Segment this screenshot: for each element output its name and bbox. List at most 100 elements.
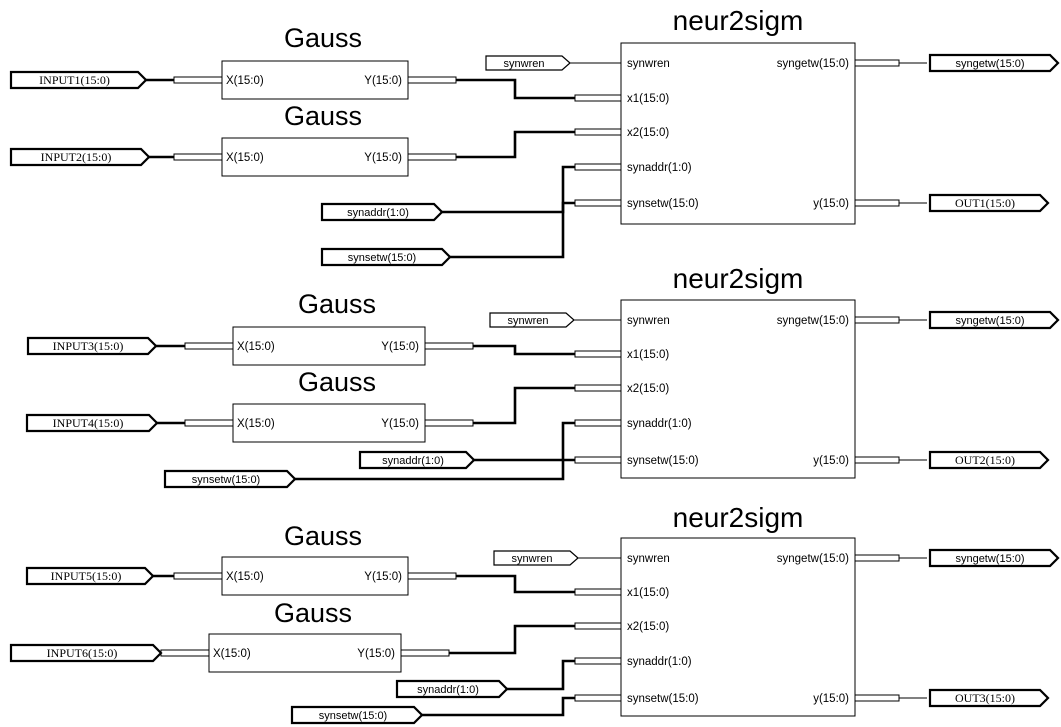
bus-connector — [574, 588, 622, 596]
bus-connector — [574, 456, 622, 464]
pin-synwren: synwren — [627, 315, 670, 327]
port-label: INPUT1(15:0) — [39, 73, 110, 87]
gauss-pin-x: X(15:0) — [226, 75, 264, 87]
gauss-pin-y: Y(15:0) — [364, 152, 402, 164]
port-label: synaddr(1:0) — [347, 207, 409, 219]
neuron-block — [620, 42, 856, 225]
bus-connector — [160, 649, 210, 657]
gauss-block — [208, 633, 402, 673]
wire — [473, 344, 575, 356]
output-port: OUT1(15:0) — [928, 193, 1050, 213]
port-shape — [928, 310, 1060, 330]
gauss-block — [221, 60, 409, 100]
gauss-title: Gauss — [284, 23, 362, 53]
gauss-title: Gauss — [284, 101, 362, 131]
gauss-pin-x: X(15:0) — [226, 152, 264, 164]
port-label: OUT2(15:0) — [955, 453, 1015, 467]
port-shape — [163, 469, 297, 489]
input-port-1: INPUT1(15:0) — [9, 70, 148, 90]
pin-synwren: synwren — [627, 58, 670, 70]
port-label: synwren — [508, 315, 549, 327]
pin-y: y(15:0) — [813, 198, 849, 210]
syngetw-port: syngetw(15:0) — [928, 53, 1060, 73]
neuron-block — [620, 299, 856, 479]
gauss-pin-x: X(15:0) — [213, 648, 251, 660]
bus-connector — [574, 94, 622, 102]
port-label: synsetw(15:0) — [319, 710, 387, 722]
gauss-pin-x: X(15:0) — [237, 418, 275, 430]
port-shape — [485, 55, 571, 71]
bus-connector — [424, 342, 474, 350]
port-shape — [25, 413, 159, 433]
port-label: INPUT4(15:0) — [53, 416, 124, 430]
output-port: OUT3(15:0) — [928, 688, 1050, 708]
pin-x1: x1(15:0) — [627, 93, 669, 105]
bus-connector — [574, 199, 622, 207]
wire — [422, 696, 575, 717]
pin-y: y(15:0) — [813, 693, 849, 705]
bus-connector — [574, 350, 622, 358]
bus-connector — [184, 342, 234, 350]
port-label: OUT3(15:0) — [955, 691, 1015, 705]
port-shape — [358, 450, 476, 470]
port-label: synwren — [504, 58, 545, 70]
port-label: synsetw(15:0) — [192, 474, 260, 486]
pin-x2: x2(15:0) — [627, 383, 669, 395]
pin-syngetw: syngetw(15:0) — [777, 58, 849, 70]
port-label: synaddr(1:0) — [382, 455, 444, 467]
port-shape — [320, 247, 452, 267]
port-label: INPUT6(15:0) — [47, 646, 118, 660]
pin-y: y(15:0) — [813, 455, 849, 467]
pin-x2: x2(15:0) — [627, 621, 669, 633]
port-label: syngetw(15:0) — [955, 58, 1024, 70]
port-shape — [928, 548, 1060, 568]
bus-connector — [854, 694, 900, 702]
port-shape — [493, 550, 579, 566]
gauss-pin-x: X(15:0) — [226, 571, 264, 583]
port-shape — [290, 705, 424, 725]
wire — [474, 421, 575, 462]
gauss-pin-y: Y(15:0) — [364, 75, 402, 87]
port-shape — [320, 202, 444, 222]
port-label: synaddr(1:0) — [417, 684, 479, 696]
input-port-1: INPUT5(15:0) — [25, 566, 155, 586]
port-shape — [25, 566, 155, 586]
bus-connector — [184, 419, 234, 427]
gauss-title: Gauss — [298, 289, 376, 319]
pin-synaddr: synaddr(1:0) — [627, 656, 692, 668]
input-port-2: INPUT4(15:0) — [25, 413, 159, 433]
bus-connector — [574, 384, 622, 392]
gauss-title: Gauss — [298, 367, 376, 397]
bus-connector — [574, 622, 622, 630]
pin-synsetw: synsetw(15:0) — [627, 198, 699, 210]
pin-x2: x2(15:0) — [627, 127, 669, 139]
input-port-1: INPUT3(15:0) — [26, 336, 158, 356]
pin-synsetw: synsetw(15:0) — [627, 455, 699, 467]
port-label: syngetw(15:0) — [955, 315, 1024, 327]
port-shape — [26, 336, 158, 356]
pin-x1: x1(15:0) — [627, 587, 669, 599]
bus-connector — [574, 694, 622, 702]
wire — [456, 78, 575, 100]
neuron-block — [620, 537, 856, 717]
bus-connector — [173, 153, 223, 161]
bus-connector — [574, 128, 622, 136]
bus-connector — [574, 657, 622, 665]
synaddr-port: synaddr(1:0) — [358, 450, 476, 470]
port-label: OUT1(15:0) — [955, 196, 1015, 210]
bus-connector — [173, 76, 223, 84]
synsetw-port: synsetw(15:0) — [320, 247, 452, 267]
bus-connector — [407, 76, 457, 84]
port-shape — [9, 147, 151, 167]
pin-x1: x1(15:0) — [627, 349, 669, 361]
neuron-title: neur2sigm — [673, 263, 804, 294]
synsetw-port: synsetw(15:0) — [163, 469, 297, 489]
bus-connector — [424, 419, 474, 427]
gauss-block — [221, 556, 409, 596]
port-shape — [9, 643, 163, 663]
port-label: synsetw(15:0) — [348, 252, 416, 264]
bus-connector — [854, 59, 900, 67]
port-label: INPUT5(15:0) — [51, 569, 122, 583]
synaddr-port: synaddr(1:0) — [395, 679, 509, 699]
gauss-pin-y: Y(15:0) — [381, 341, 419, 353]
